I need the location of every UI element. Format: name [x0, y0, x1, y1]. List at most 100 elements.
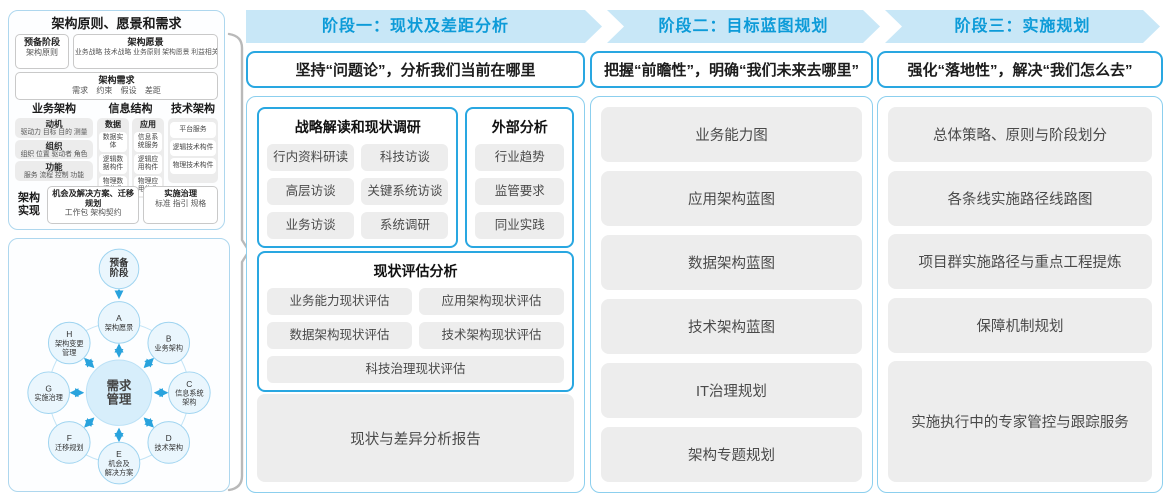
function-box: 功能 服务 流程 控制 功能 [15, 161, 93, 182]
technology-architecture-title: 技术架构 [171, 103, 215, 115]
svg-text:管理: 管理 [62, 348, 76, 357]
data-item: 逻辑数据构件 [99, 154, 127, 174]
data-item: 数据实体 [99, 132, 127, 152]
architecture-realization-row: 架构实现 机会及解决方案、迁移规划 工作包 架构契约 实施治理 标准 指引 规格 [15, 186, 218, 224]
external-item: 同业实践 [475, 212, 564, 239]
svg-text:技术架构: 技术架构 [154, 443, 183, 452]
function-title: 功能 [45, 162, 63, 173]
function-sub: 服务 流程 控制 功能 [23, 172, 85, 180]
external-analysis-title: 外部分析 [491, 119, 548, 135]
research-item: 业务访谈 [267, 212, 355, 239]
svg-text:解决方案: 解决方案 [105, 468, 134, 477]
opportunities-migration-box: 机会及解决方案、迁移规划 工作包 架构契约 [47, 186, 140, 224]
external-item: 行业趋势 [475, 144, 564, 171]
svg-text:架构愿景: 架构愿景 [105, 323, 134, 332]
phase3-item: 各条线实施路径线路图 [888, 170, 1152, 226]
phase1-banner: 阶段一：现状及差距分析 [246, 10, 602, 43]
application-item: 信息系统服务 [134, 132, 162, 152]
architecture-requirements-sub: 需求 约束 假设 差距 [72, 86, 161, 95]
application-item: 逻辑应用构件 [134, 154, 162, 174]
phase2-item: IT治理规划 [601, 363, 862, 418]
implementation-governance-box: 实施治理 标准 指引 规格 [143, 186, 218, 224]
research-item: 系统调研 [361, 212, 449, 239]
framework-title: 架构原则、愿景和需求 [51, 16, 182, 31]
information-structure-title: 信息结构 [108, 103, 153, 115]
phase3-banner: 阶段三：实施规划 [885, 10, 1160, 43]
framework-top-row: 预备阶段 架构原则 架构愿景 业务战略 技术战略 业务原则 架构愿景 利益相关者 [15, 34, 218, 69]
technology-architecture-column: 技术架构 平台服务 逻辑技术构件 物理技术构件 [168, 103, 218, 183]
svg-text:业务架构: 业务架构 [154, 343, 183, 352]
organization-box: 组织 组织 位置 驱动者 角色 [15, 139, 93, 160]
research-item: 科技访谈 [361, 144, 449, 171]
phase3-item: 保障机制规划 [888, 297, 1152, 353]
business-architecture-column: 业务架构 动机 驱动力 目标 目的 测量 组织 组织 位置 驱动者 角色 功能 … [15, 103, 93, 183]
framework-columns: 业务架构 动机 驱动力 目标 目的 测量 组织 组织 位置 驱动者 角色 功能 … [15, 103, 218, 198]
technology-group: 平台服务 逻辑技术构件 物理技术构件 [168, 118, 218, 183]
technology-item: 物理技术构件 [170, 158, 216, 174]
gap-analysis-report-box: 现状与差异分析报告 [257, 394, 574, 482]
data-group-title: 数据 [105, 120, 121, 129]
svg-text:预备: 预备 [110, 257, 129, 268]
architecture-vision-box: 架构愿景 业务战略 技术战略 业务原则 架构愿景 利益相关者 [73, 34, 218, 69]
svg-text:机会及: 机会及 [108, 459, 129, 468]
technology-item: 平台服务 [170, 122, 216, 138]
strategy-research-group: 战略解读和现状调研 行内资料研读 科技访谈 高层访谈 关键系统访谈 业务访谈 系… [257, 107, 459, 248]
external-item: 监管要求 [475, 178, 564, 205]
phase3-item: 总体策略、原则与阶段划分 [888, 107, 1152, 162]
research-item: 高层访谈 [267, 178, 355, 205]
motivation-sub: 驱动力 目标 目的 测量 [20, 129, 88, 136]
phase2-item: 业务能力图 [601, 107, 862, 162]
assessment-title: 现状评估分析 [373, 262, 458, 279]
svg-text:架构: 架构 [182, 398, 196, 407]
phase2-item: 架构专题规划 [601, 427, 862, 482]
technology-item: 逻辑技术构件 [170, 140, 216, 156]
assessment-item-full: 科技治理现状评估 [267, 355, 564, 383]
phase2-item: 技术架构蓝图 [601, 299, 862, 354]
assessment-item: 应用架构现状评估 [419, 287, 564, 315]
architecture-vision-sub: 业务战略 技术战略 业务原则 架构愿景 利益相关者 [75, 49, 218, 56]
phase3-subtitle: 强化“落地性”，解决“我们怎么去” [877, 51, 1163, 88]
phase2-column: 业务能力图 应用架构蓝图 数据架构蓝图 技术架构蓝图 IT治理规划 架构专题规划 [590, 96, 873, 493]
research-item: 关键系统访谈 [361, 178, 449, 205]
phase3-column: 总体策略、原则与阶段划分 各条线实施路径线路图 项目群实施路径与重点工程提炼 保… [877, 96, 1163, 493]
governance-title: 实施治理 [164, 189, 198, 198]
information-structure-column: 信息结构 数据 数据实体 逻辑数据构件 物理数据构件 应用 信息系统服务 逻辑应… [97, 103, 164, 198]
prep-phase-title: 预备阶段 [23, 37, 60, 47]
svg-text:架构变更: 架构变更 [55, 339, 83, 348]
assessment-group: 现状评估分析 业务能力现状评估 应用架构现状评估 数据架构现状评估 技术架构现状… [257, 250, 574, 392]
svg-text:管理: 管理 [107, 392, 132, 407]
application-group-title: 应用 [140, 120, 156, 129]
prep-phase-box: 预备阶段 架构原则 [15, 34, 69, 69]
assessment-item: 技术架构现状评估 [419, 321, 564, 349]
phase2-banner: 阶段二：目标蓝图规划 [607, 10, 880, 43]
organization-title: 组织 [45, 140, 63, 151]
strategy-research-title: 战略解读和现状调研 [294, 119, 421, 135]
svg-text:G: G [45, 383, 52, 393]
svg-text:F: F [67, 433, 72, 443]
svg-text:H: H [66, 329, 72, 339]
architecture-vision-title: 架构愿景 [127, 37, 164, 47]
assessment-item: 业务能力现状评估 [267, 287, 412, 315]
svg-text:信息系统: 信息系统 [175, 389, 204, 398]
governance-sub: 标准 指引 规格 [155, 198, 207, 208]
svg-text:实施治理: 实施治理 [34, 393, 63, 402]
svg-text:A: A [116, 313, 122, 323]
architecture-realization-label: 架构实现 [18, 192, 40, 217]
architecture-framework-panel: 架构原则、愿景和需求 预备阶段 架构原则 架构愿景 业务战略 技术战略 业务原则… [8, 10, 225, 230]
motivation-box: 动机 驱动力 目标 目的 测量 [15, 118, 93, 138]
research-item: 行内资料研读 [267, 144, 355, 171]
svg-text:D: D [166, 433, 172, 443]
business-architecture-title: 业务架构 [32, 103, 76, 115]
svg-text:B: B [166, 334, 172, 344]
phase2-subtitle: 把握“前瞻性”，明确“我们未来去哪里” [590, 51, 873, 88]
application-group: 应用 信息系统服务 逻辑应用构件 物理应用构件 [132, 118, 164, 198]
adm-cycle-diagram: 预备阶段A架构愿景B业务架构C信息系统架构D技术架构E机会及解决方案F迁移规划G… [27, 248, 211, 485]
external-analysis-group: 外部分析 行业趋势 监管要求 同业实践 [465, 107, 574, 248]
phase1-subtitle: 坚持“问题论”，分析我们当前在哪里 [246, 51, 585, 88]
architecture-requirements-title: 架构需求 [98, 75, 135, 85]
phase3-item: 项目群实施路径与重点工程提炼 [888, 234, 1152, 289]
svg-text:阶段: 阶段 [110, 267, 129, 278]
organization-sub: 组织 位置 驱动者 角色 [20, 150, 88, 158]
phase2-item: 应用架构蓝图 [601, 171, 862, 226]
